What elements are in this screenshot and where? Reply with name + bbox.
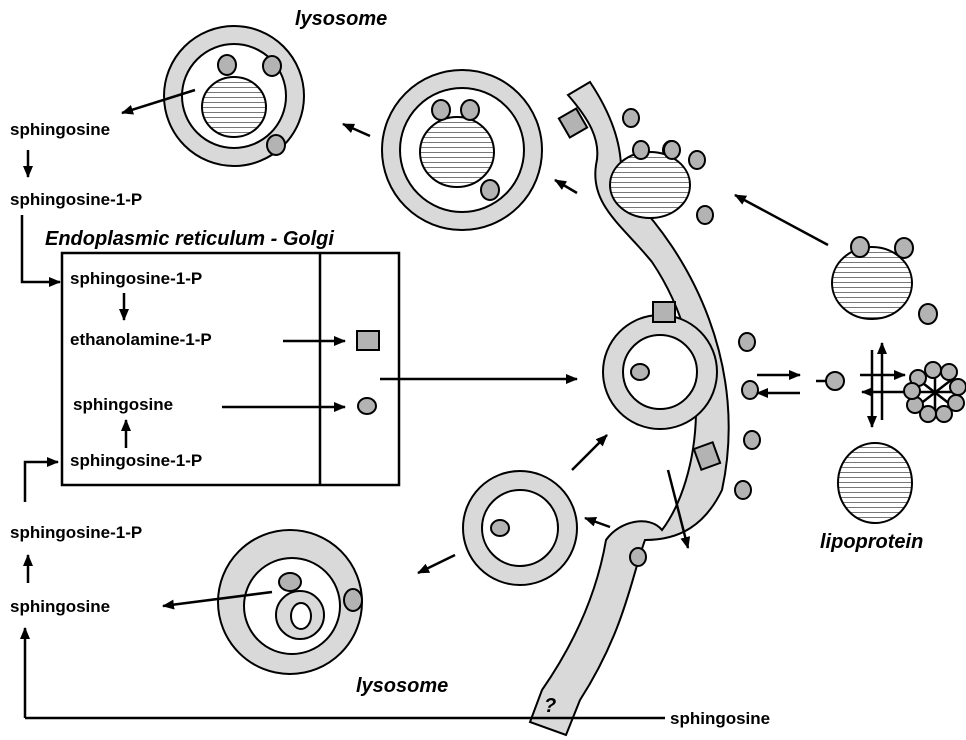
endosome-to-vesicle-arrow <box>572 435 607 470</box>
endosome-to-lysosome-arrow <box>343 124 370 136</box>
endosome-top <box>382 70 542 230</box>
unknown-transport-mark: ? <box>544 695 556 717</box>
free-lipoprotein <box>832 237 937 324</box>
membrane-to-endosome-arrow <box>555 180 577 193</box>
left-to-box-bottom-arrow <box>25 462 58 502</box>
exchange-molecule <box>816 372 844 390</box>
left-s1p-top: sphingosine-1-P <box>10 190 142 209</box>
lysosome-bottom <box>218 530 362 674</box>
lysosome-top <box>164 26 304 166</box>
box-ethanolamine: ethanolamine-1-P <box>70 330 212 349</box>
early-endosome-to-lysosome-arrow <box>418 555 455 573</box>
box-s1p-top: sphingosine-1-P <box>70 269 202 288</box>
bottom-sphingosine: sphingosine <box>670 709 770 728</box>
box-s1p-bottom: sphingosine-1-P <box>70 451 202 470</box>
lipoprotein-particle <box>838 443 912 523</box>
left-sphingosine-bottom: sphingosine <box>10 597 110 616</box>
micelle-cluster <box>904 362 966 422</box>
left-sphingosine-top: sphingosine <box>10 120 110 139</box>
sphingosine-marker <box>358 398 376 414</box>
lysosome-bottom-label: lysosome <box>356 675 448 697</box>
box-sphingosine: sphingosine <box>73 395 173 414</box>
lysosome-top-label: lysosome <box>295 8 387 30</box>
er-golgi-title: Endoplasmic reticulum - Golgi <box>45 228 334 250</box>
left-s1p-bottom: sphingosine-1-P <box>10 523 142 542</box>
lipoprotein-binding-arrow <box>735 195 828 245</box>
membrane-to-early-endosome-arrow <box>585 518 610 527</box>
early-endosome <box>463 471 577 585</box>
ethanolamine-marker <box>357 331 379 350</box>
lipoprotein-label: lipoprotein <box>820 531 923 553</box>
